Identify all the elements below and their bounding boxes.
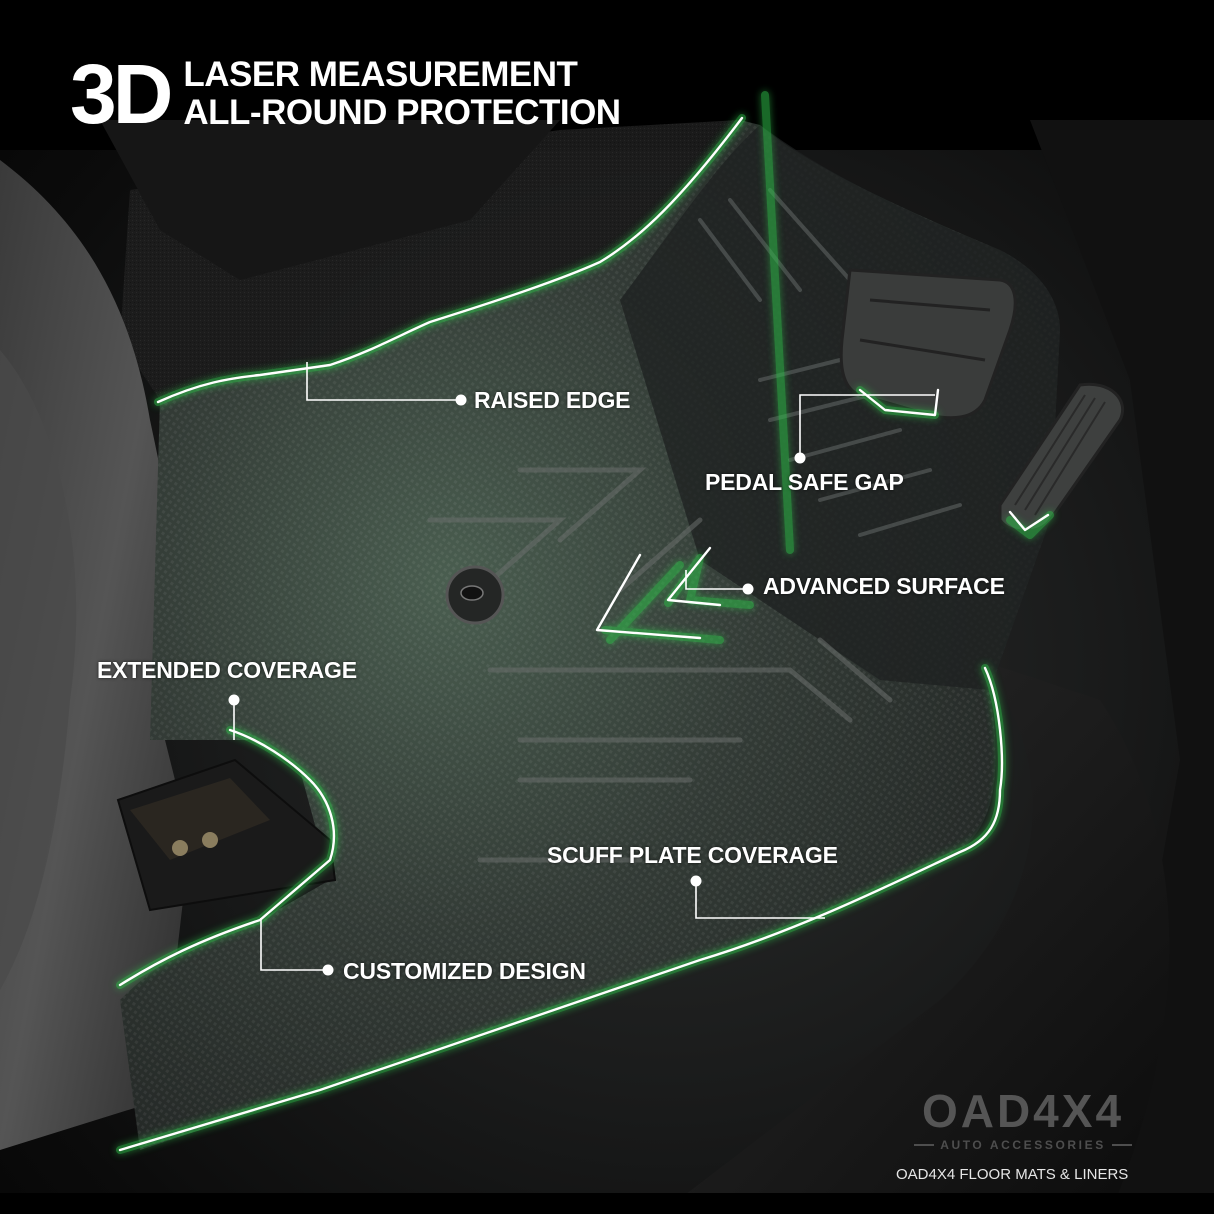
footer-caption: OAD4X4 FLOOR MATS & LINERS bbox=[896, 1166, 1129, 1183]
callout-scuff-plate-coverage: SCUFF PLATE COVERAGE bbox=[547, 842, 838, 868]
callout-raised-edge: RAISED EDGE bbox=[474, 387, 631, 413]
brand-wordmark: OAD4X4 bbox=[921, 1085, 1125, 1137]
headline-line-2: ALL-ROUND PROTECTION bbox=[183, 93, 621, 132]
callout-pedal-safe-gap: PEDAL SAFE GAP bbox=[705, 469, 904, 495]
headline-line-1: LASER MEASUREMENT bbox=[183, 55, 578, 94]
brand-logo: OAD4X4 AUTO ACCESSORIES bbox=[908, 1088, 1138, 1152]
headline-3d: 3D bbox=[70, 47, 173, 141]
brand-divider-right bbox=[1111, 1144, 1132, 1146]
callout-advanced-surface: ADVANCED SURFACE bbox=[763, 573, 1005, 599]
brand-tagline: AUTO ACCESSORIES bbox=[940, 1138, 1106, 1152]
brand-divider-left bbox=[914, 1144, 935, 1146]
callout-dots bbox=[228, 394, 806, 976]
callout-extended-coverage: EXTENDED COVERAGE bbox=[97, 657, 357, 683]
highlight-outlines bbox=[116, 91, 1054, 1154]
callout-customized-design: CUSTOMIZED DESIGN bbox=[343, 958, 586, 984]
headline: 3D LASER MEASUREMENT ALL-ROUND PROTECTIO… bbox=[70, 52, 621, 136]
callout-leaders bbox=[233, 362, 935, 971]
